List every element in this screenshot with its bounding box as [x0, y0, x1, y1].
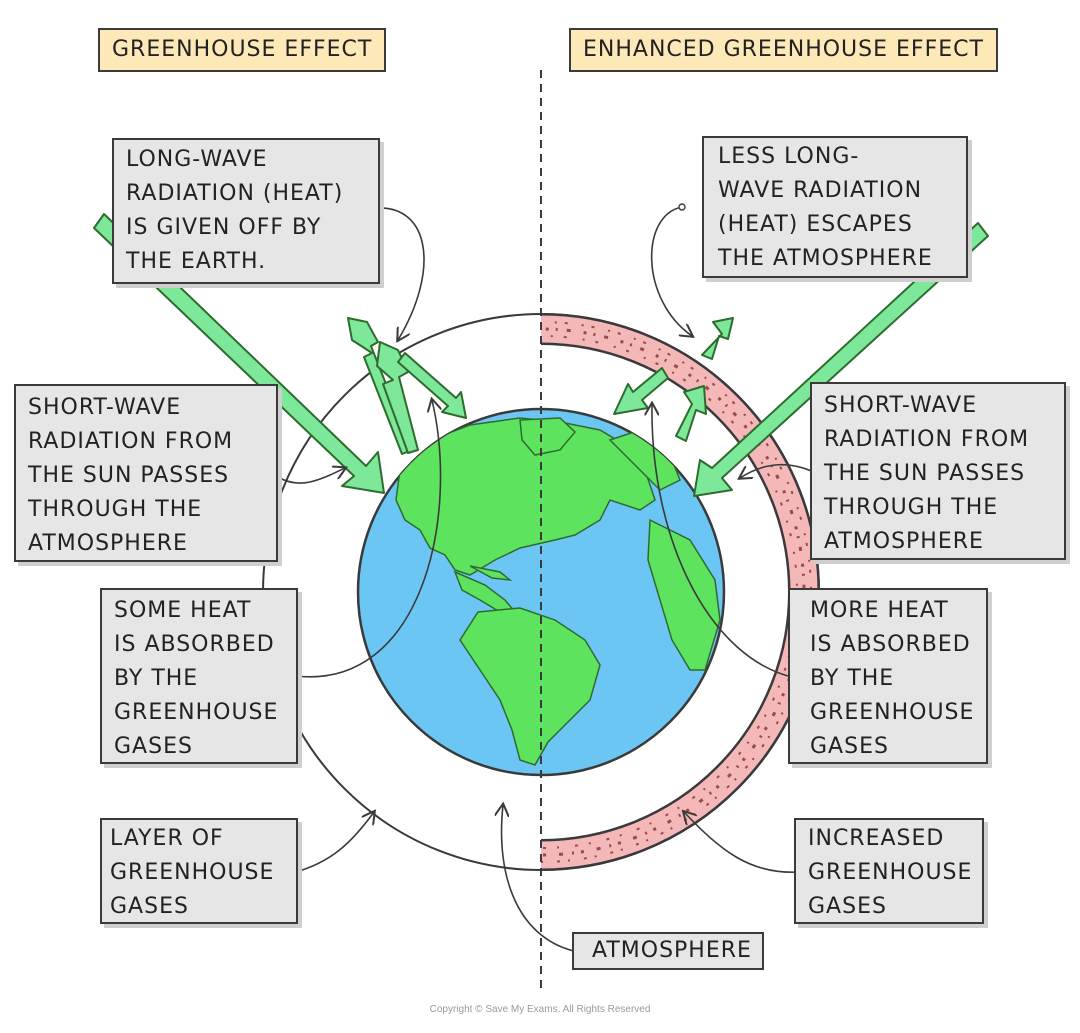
label-line: GREENHOUSE	[114, 700, 279, 725]
right-increased-connector	[684, 812, 801, 873]
south-america-land	[459, 607, 601, 766]
label-line: RADIATION FROM	[824, 427, 1030, 452]
left-shortwave-connector	[277, 468, 345, 484]
label-line: LAYER OF	[110, 826, 224, 851]
label-left-layer: LAYER OF GREENHOUSE GASES	[100, 818, 298, 924]
label-right-increased: INCREASED GREENHOUSE GASES	[794, 818, 984, 924]
label-left-longwave: LONG-WAVE RADIATION (HEAT) IS GIVEN OFF …	[112, 138, 380, 284]
label-line: GASES	[808, 894, 887, 919]
label-line: (HEAT) ESCAPES	[718, 212, 913, 237]
right-outgoing-heat-arrow	[675, 385, 707, 442]
label-line: MORE HEAT	[810, 598, 949, 623]
right-longwave-connector	[650, 206, 692, 336]
label-line: THE ATMOSPHERE	[718, 246, 933, 271]
label-right-absorbed: MORE HEAT IS ABSORBED BY THE GREENHOUSE …	[788, 588, 988, 764]
right-reflected-heat-arrow	[613, 367, 669, 415]
label-line: ATMOSPHERE	[824, 529, 984, 554]
right-absorbed-connector	[652, 404, 797, 679]
label-line: GREENHOUSE	[810, 700, 975, 725]
left-trapped-heat-arrow	[397, 352, 467, 419]
label-line: RADIATION FROM	[28, 429, 234, 454]
caribbean-land	[469, 565, 513, 582]
left-layer-connector	[295, 812, 374, 873]
label-left-absorbed: SOME HEAT IS ABSORBED BY THE GREENHOUSE …	[100, 588, 298, 764]
label-line: LESS LONG-	[718, 144, 860, 169]
africa-edge-land	[647, 518, 721, 671]
right-shortwave-connector	[740, 463, 819, 478]
label-line: THE EARTH.	[126, 249, 267, 274]
greenland-land	[519, 417, 577, 456]
right-radiation-arrows	[613, 222, 989, 497]
label-left-shortwave: SHORT-WAVE RADIATION FROM THE SUN PASSES…	[14, 384, 278, 562]
label-line: THROUGH THE	[28, 497, 203, 522]
label-line: GASES	[110, 894, 189, 919]
label-line: SHORT-WAVE	[28, 395, 182, 420]
label-line: INCREASED	[808, 826, 945, 851]
label-line: BY THE	[810, 666, 895, 691]
label-line: WAVE RADIATION	[718, 178, 923, 203]
label-line: LONG-WAVE	[126, 147, 268, 172]
label-line: THE SUN PASSES	[28, 463, 230, 488]
label-line: THE SUN PASSES	[824, 461, 1026, 486]
copyright-notice: Copyright © Save My Exams. All Rights Re…	[429, 1004, 651, 1015]
label-line: SHORT-WAVE	[824, 393, 978, 418]
label-line: GASES	[810, 734, 889, 759]
label-line: IS ABSORBED	[114, 632, 275, 657]
label-line: GASES	[114, 734, 193, 759]
label-atmosphere: ATMOSPHERE	[572, 932, 764, 970]
title-greenhouse-effect: GREENHOUSE EFFECT	[98, 28, 387, 72]
label-line: GREENHOUSE	[110, 860, 275, 885]
label-line: RADIATION (HEAT)	[126, 181, 344, 206]
left-absorbed-connector	[295, 400, 441, 678]
label-line: BY THE	[114, 666, 199, 691]
title-enhanced-greenhouse-effect: ENHANCED GREENHOUSE EFFECT	[569, 28, 998, 72]
label-line: THROUGH THE	[824, 495, 999, 520]
label-line: SOME HEAT	[114, 598, 252, 623]
label-right-longwave: LESS LONG- WAVE RADIATION (HEAT) ESCAPES…	[702, 136, 968, 278]
label-line: ATMOSPHERE	[28, 531, 188, 556]
label-line: IS ABSORBED	[810, 632, 971, 657]
right-longwave-dot	[678, 203, 686, 211]
left-longwave-connector	[375, 207, 425, 340]
atmosphere-connector	[502, 805, 579, 953]
label-line: IS GIVEN OFF BY	[126, 215, 322, 240]
label-line: GREENHOUSE	[808, 860, 973, 885]
label-right-shortwave: SHORT-WAVE RADIATION FROM THE SUN PASSES…	[810, 382, 1066, 560]
right-escaping-heat-arrow	[701, 317, 734, 360]
